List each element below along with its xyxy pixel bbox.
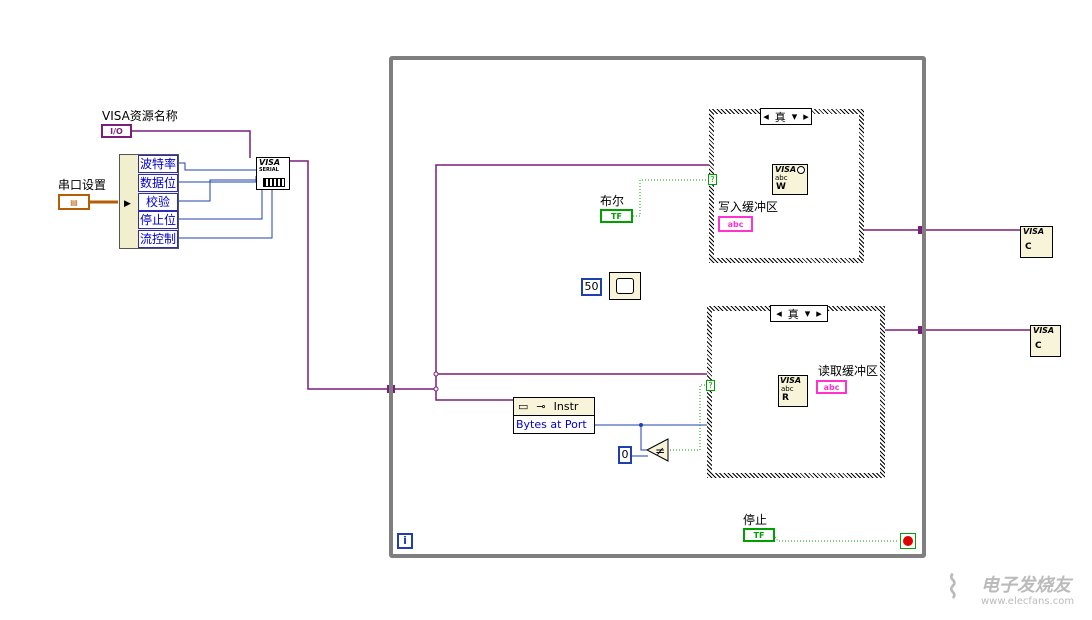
property-node[interactable]: ▭ ⊸ Instr Bytes at Port bbox=[513, 397, 595, 434]
decrement-arrow-icon[interactable]: ◂ bbox=[763, 110, 769, 123]
bool-wires bbox=[633, 179, 898, 542]
stop-control[interactable]: TF bbox=[743, 528, 775, 542]
visa-close-vi-1[interactable]: VISA C bbox=[1020, 226, 1053, 258]
chevron-down-icon[interactable]: ▾ bbox=[791, 110, 798, 123]
cluster-item-baud: 波特率 bbox=[138, 155, 178, 173]
svg-text:≠: ≠ bbox=[655, 444, 665, 458]
visa-resource-label: VISA资源名称 bbox=[102, 109, 178, 123]
cluster-wires bbox=[178, 162, 273, 239]
visa-write-vi[interactable]: VISA abc W bbox=[772, 164, 808, 195]
increment-arrow-icon[interactable]: ▸ bbox=[803, 110, 809, 123]
case-selector-terminal-read: ? bbox=[706, 380, 715, 391]
arrow-icon: ▶ bbox=[124, 199, 131, 209]
watermark-logo-icon: ⌇ bbox=[945, 568, 961, 606]
document-icon: ▭ bbox=[518, 400, 529, 413]
visa-read-vi[interactable]: VISA abc R bbox=[778, 375, 808, 407]
wait-ms-constant[interactable]: 50 bbox=[581, 278, 602, 296]
stop-label: 停止 bbox=[743, 513, 768, 527]
key-icon: ⊸ bbox=[536, 400, 546, 413]
decrement-arrow-icon[interactable]: ◂ bbox=[776, 307, 782, 320]
read-buffer-indicator: abc bbox=[816, 380, 847, 394]
visa-configure-serial-vi[interactable]: VISA SERIAL bbox=[256, 157, 290, 190]
watch-icon bbox=[616, 278, 634, 294]
case-selector-write[interactable]: ◂ 真 ▾ ▸ bbox=[760, 108, 812, 125]
cluster-item-databits: 数据位 bbox=[138, 174, 178, 192]
read-buffer-label: 读取缓冲区 bbox=[818, 364, 879, 378]
cluster-icon: ▤ bbox=[70, 197, 78, 207]
stop-icon bbox=[903, 536, 913, 546]
case-selector-read[interactable]: ◂ 真 ▾ ▸ bbox=[770, 305, 828, 322]
write-buffer-label: 写入缓冲区 bbox=[718, 200, 779, 214]
serial-settings-control[interactable]: ▤ bbox=[58, 194, 90, 210]
not-equal-icon[interactable]: ≠ bbox=[646, 438, 670, 462]
cluster-item-stopbits: 停止位 bbox=[138, 211, 178, 229]
while-loop bbox=[389, 56, 926, 558]
wait-ms-function[interactable] bbox=[609, 272, 641, 300]
visa-resource-control[interactable]: I/O bbox=[101, 124, 132, 138]
case-selector-terminal-write: ? bbox=[708, 174, 717, 185]
visa-close-vi-2[interactable]: VISA C bbox=[1030, 325, 1061, 357]
iteration-terminal: i bbox=[397, 533, 413, 549]
loop-condition-terminal bbox=[900, 533, 916, 549]
cluster-item-parity: 校验 bbox=[138, 193, 178, 211]
clock-icon bbox=[797, 166, 805, 174]
bool-label: 布尔 bbox=[600, 194, 625, 208]
serial-port-icon bbox=[263, 178, 285, 187]
increment-arrow-icon[interactable]: ▸ bbox=[816, 307, 822, 320]
bool-control[interactable]: TF bbox=[600, 209, 633, 223]
watermark: ⌇ 电子发烧友 www.elecfans.com bbox=[945, 568, 1075, 607]
chevron-down-icon[interactable]: ▾ bbox=[804, 307, 811, 320]
write-buffer-control[interactable]: abc bbox=[718, 216, 753, 232]
cluster-item-flow: 流控制 bbox=[138, 230, 178, 248]
zero-constant[interactable]: 0 bbox=[618, 446, 632, 464]
serial-settings-label: 串口设置 bbox=[58, 178, 107, 192]
